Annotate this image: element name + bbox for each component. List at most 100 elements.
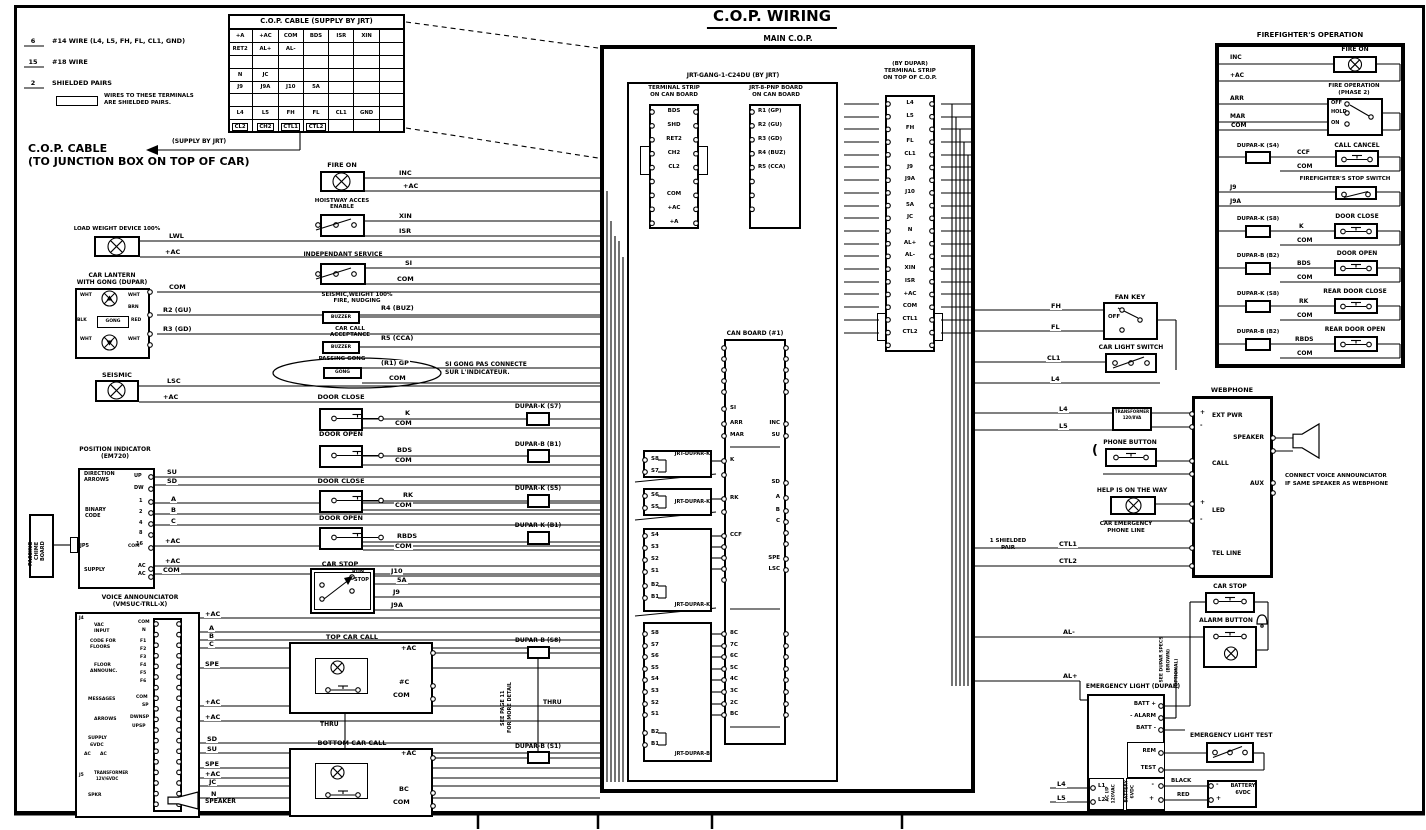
- label-a: A: [208, 624, 216, 632]
- label-ch2: CH2: [667, 149, 681, 156]
- label-2: 2: [139, 509, 143, 515]
- label-terminal-strip: TERMINAL STRIP: [648, 85, 700, 91]
- label-fh: FH: [1050, 302, 1062, 310]
- label-inc: INC: [769, 420, 780, 426]
- cable-cell: [354, 81, 380, 95]
- label-floors: FLOORS: [90, 645, 111, 650]
- label-j4: J4: [79, 616, 84, 621]
- label-ac: +AC: [1230, 72, 1245, 79]
- label-phase-2: (PHASE 2): [1338, 90, 1370, 96]
- boxed-terminal-ctl1: CTL1: [280, 122, 301, 131]
- gong-label: GONG: [105, 319, 121, 325]
- cable-cell: [354, 68, 380, 82]
- label-black: BLACK: [1170, 778, 1193, 785]
- cable-cell-j9a: J9A: [253, 81, 279, 95]
- cable-cell-com: COM: [278, 30, 304, 43]
- label-rem: REM: [1142, 748, 1156, 754]
- phone-button-box: [1105, 448, 1157, 467]
- cable-cell: [379, 69, 405, 82]
- label-fan-key: FAN KEY: [1114, 293, 1146, 301]
- label-dupar-k-b1: DUPAR-K (B1): [514, 522, 562, 529]
- cable-cell: [379, 30, 405, 43]
- label-off: OFF: [1331, 100, 1343, 106]
- label-passing-gong: PASSING GONG: [318, 356, 366, 362]
- cable-cell: [379, 82, 405, 95]
- label-s1: S1: [651, 711, 659, 717]
- label-alarm: - ALARM: [1130, 713, 1156, 719]
- label-ret2: RET2: [666, 135, 682, 142]
- label-on-top-of-c-o-p: ON TOP OF C.O.P.: [883, 75, 937, 81]
- label-com: COM: [136, 695, 148, 700]
- label-rk: RK: [1298, 298, 1310, 305]
- label-door-close: DOOR CLOSE: [317, 477, 365, 485]
- label-dw: DW: [134, 485, 144, 491]
- label-18-wire: #18 WIRE: [52, 58, 88, 66]
- label-transformer: TRANSFORMER: [1114, 409, 1150, 414]
- label-arrows: ARROWS: [84, 477, 109, 483]
- label-wht: WHT: [80, 293, 92, 298]
- label-7c: 7C: [730, 642, 738, 648]
- label-brown: (BROWN): [1166, 648, 1172, 672]
- label-bds: BDS: [1296, 260, 1312, 267]
- label-wht: WHT: [80, 337, 92, 342]
- label-car-lantern: CAR LANTERN: [88, 272, 136, 279]
- label-spe: SPE: [204, 660, 220, 668]
- label-ac: +AC: [204, 698, 222, 706]
- label-ac: AC: [138, 563, 146, 569]
- label-jrt-dupar-b: JRT-DUPAR-B: [674, 751, 710, 757]
- label-ac: +AC: [204, 713, 222, 721]
- label-com: COM: [1296, 237, 1314, 244]
- label-f1: F1: [140, 639, 147, 644]
- label-120vac: 120VAC: [1111, 783, 1117, 803]
- label-rbds: RBDS: [396, 532, 419, 540]
- label-j10: J10: [390, 567, 404, 575]
- label-supply: SUPPLY: [84, 567, 106, 573]
- cable-cell: [278, 94, 304, 108]
- label-dupar-k-s8: DUPAR-K (S8): [1236, 216, 1280, 222]
- dupar-b-s1-box: [527, 751, 550, 764]
- label-sd: SD: [166, 477, 179, 485]
- label-com: COM: [128, 544, 140, 549]
- buzzer1-box: BUZZER: [322, 311, 360, 324]
- jrt-8-pnp-board: [749, 104, 801, 229]
- label-on-can-board: ON CAN BOARD: [650, 92, 698, 98]
- label-webphone: WEBPHONE: [1210, 386, 1254, 394]
- label-ctl1: CTL1: [1058, 540, 1078, 548]
- label-mark: (: [1092, 443, 1098, 458]
- label-com: COM: [1296, 163, 1314, 170]
- label-on-can-board: ON CAN BOARD: [752, 92, 800, 98]
- label-thru: THRU: [320, 721, 339, 728]
- label-ctl2: CTL2: [1058, 557, 1078, 565]
- label-test: TEST: [1140, 765, 1156, 771]
- label-com: COM: [666, 191, 682, 198]
- label-ac: +AC: [164, 557, 182, 565]
- label-com: COM: [392, 798, 411, 806]
- label-bds: BDS: [396, 446, 414, 454]
- label-s1: S1: [651, 568, 659, 574]
- label-xin: XIN: [904, 265, 916, 272]
- label-inc: INC: [398, 169, 413, 177]
- label-cl2: CL2: [668, 163, 680, 170]
- label-input: INPUT: [94, 629, 110, 634]
- cable-cell: [329, 55, 355, 69]
- transformer-box: [1112, 407, 1152, 431]
- label-jp5: JP5: [80, 543, 90, 549]
- label-announc: ANNOUNC.: [90, 669, 118, 674]
- dupar-b-s8-box: [527, 646, 550, 659]
- label-jc: JC: [208, 778, 218, 786]
- label-5c: 5C: [730, 665, 738, 671]
- label-brn: BRN: [128, 305, 139, 310]
- label-if-same-speaker-as-webphone: IF SAME SPEAKER AS WEBPHONE: [1285, 481, 1389, 487]
- label-ac: AC: [84, 752, 91, 757]
- label-j9a: J9A: [390, 601, 404, 609]
- label-up: UP: [134, 473, 142, 479]
- label-f2: F2: [140, 647, 147, 652]
- label-com: COM: [392, 691, 411, 699]
- cable-cell: [379, 107, 405, 121]
- label-b2: B2: [651, 582, 660, 588]
- cable-cell-j9: J9: [228, 81, 254, 95]
- label-ac: +AC: [400, 644, 418, 652]
- label-c: C: [170, 517, 177, 525]
- label-dupar-k-s7: DUPAR-K (S7): [514, 403, 562, 410]
- label-vmsuc-trll-x: (VMSUC-TRLL-X): [112, 601, 168, 608]
